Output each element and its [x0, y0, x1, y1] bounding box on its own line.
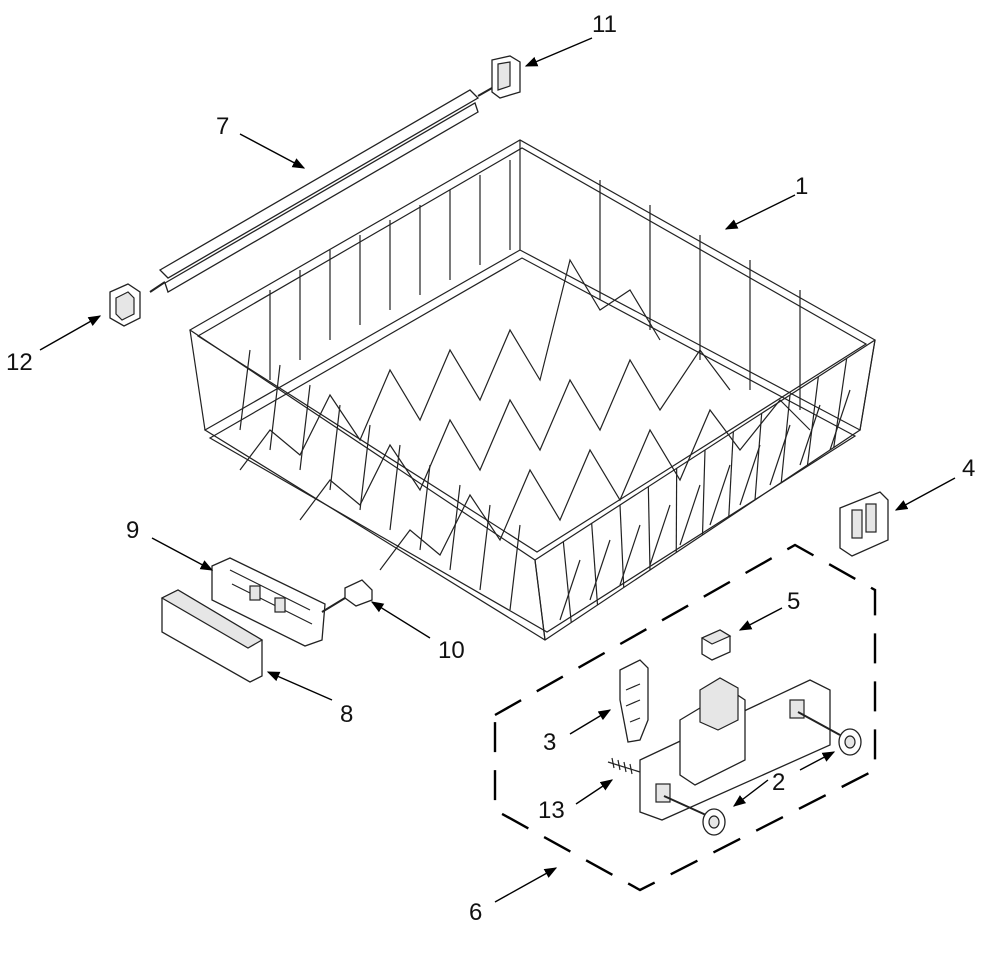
rail-stop-rear	[477, 55, 521, 99]
rack-front-wire	[728, 431, 734, 518]
rack-front-wire	[562, 541, 572, 623]
rack-front-wire	[647, 486, 651, 571]
handle-bracket	[211, 557, 326, 647]
rack-front-wire	[534, 559, 546, 641]
callout-9: 9	[126, 517, 139, 544]
callout-4: 4	[962, 455, 975, 482]
handle-cover	[160, 589, 264, 683]
callout-labels: 1 2 3 4 5 6 7 8 9 10 11 12 13	[6, 11, 975, 926]
callout-arrows	[39, 37, 956, 903]
assembly-group-outline	[493, 543, 877, 892]
callout-6: 6	[469, 899, 482, 926]
callout-7: 7	[216, 113, 229, 140]
adjuster-button	[700, 629, 732, 661]
rack-front-wire	[701, 449, 706, 536]
callout-1: 1	[795, 173, 808, 200]
callout-2: 2	[772, 769, 785, 796]
rack-front-wire	[859, 339, 876, 431]
screw	[321, 579, 373, 613]
callout-11: 11	[592, 11, 617, 38]
adjuster-assembly	[639, 677, 841, 821]
rack-front-wire	[591, 523, 599, 606]
callout-8: 8	[340, 701, 353, 728]
rack-front-wire	[806, 376, 819, 466]
wheel-left	[702, 808, 726, 836]
callout-10: 10	[438, 637, 465, 664]
callout-3: 3	[543, 729, 556, 756]
rack-rail	[149, 89, 480, 293]
rack-clip	[839, 491, 889, 557]
screw-small	[607, 757, 641, 775]
rack-front-wire	[754, 413, 763, 501]
callout-12: 12	[6, 349, 33, 376]
wheel-right	[838, 728, 862, 756]
adjuster-lever	[619, 659, 649, 743]
rail-end-cap	[109, 283, 141, 327]
callout-5: 5	[787, 588, 800, 615]
callout-13: 13	[538, 797, 565, 824]
dish-rack	[188, 139, 877, 641]
